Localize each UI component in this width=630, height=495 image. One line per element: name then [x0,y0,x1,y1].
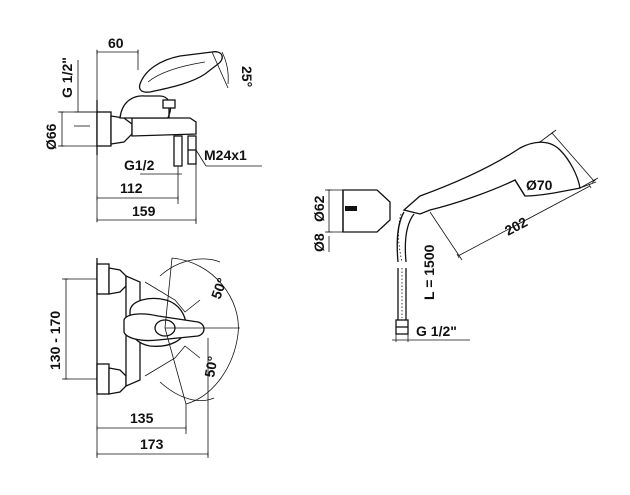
lever-handle [138,51,223,93]
dia-66-label: Ø66 [43,123,59,150]
upper-lever-outline [144,281,201,313]
radius-line-top [164,257,173,329]
thread-m24-label: M24x1 [204,147,247,163]
dim-60-label: 60 [108,35,124,51]
spout-outlet [173,135,183,167]
angle-arc-25 [221,51,229,85]
lower-nut [108,367,127,395]
front-view: 50° 50° 130 - 170 135 173 [47,257,240,458]
upper-lever-position [159,258,221,277]
hose-braid [398,213,403,263]
lever-detail [147,61,206,83]
hose-upper-left [396,211,405,263]
angle-50-bottom-label: 50° [201,355,220,379]
lower-lever-outline [144,345,201,377]
diverter-knob [162,99,176,109]
leader-m24 [195,149,207,167]
len-135-label: 135 [130,410,154,426]
lower-lever-position [159,381,215,401]
angle-50-top-label: 50° [208,276,230,301]
hand-shower-view: Ø62 Ø8 L = 1500 G 1/2" Ø70 202 [311,129,599,342]
len-112-label: 112 [120,180,143,196]
radius-line-bottom [164,327,187,405]
dia-62-label: Ø62 [311,195,327,222]
dia-70-label: Ø70 [526,177,553,193]
len-202-label: 202 [502,213,530,238]
thread-g12-hose-label: G 1/2" [416,323,457,339]
ext-line [539,129,557,143]
lower-flange [96,363,110,395]
upper-nut [108,267,127,295]
connection-nut [110,115,133,145]
hose-length-label: L = 1500 [421,244,437,300]
thread-g12-small-label: G1/2 [124,157,155,173]
mixer-body [131,117,197,137]
angle-line [211,51,229,89]
side-view: 60 25° G 1/2" Ø66 G1/2 M24x1 112 159 [43,35,262,224]
len-159-label: 159 [132,203,156,219]
upper-flange [96,263,110,295]
swing-arc [171,257,239,405]
dim-line-70 [549,131,597,183]
dia-8-label: Ø8 [311,233,327,252]
thread-g12-label: G 1/2" [59,57,75,98]
hose-upper-right [404,213,415,263]
dim-line-202 [456,183,592,259]
range-130-170-label: 130 - 170 [47,311,63,370]
wall-flange [96,111,112,147]
holder-screw [345,206,357,211]
spout-base [119,95,172,119]
angle-25-label: 25° [239,66,255,87]
len-173-label: 173 [140,436,164,452]
